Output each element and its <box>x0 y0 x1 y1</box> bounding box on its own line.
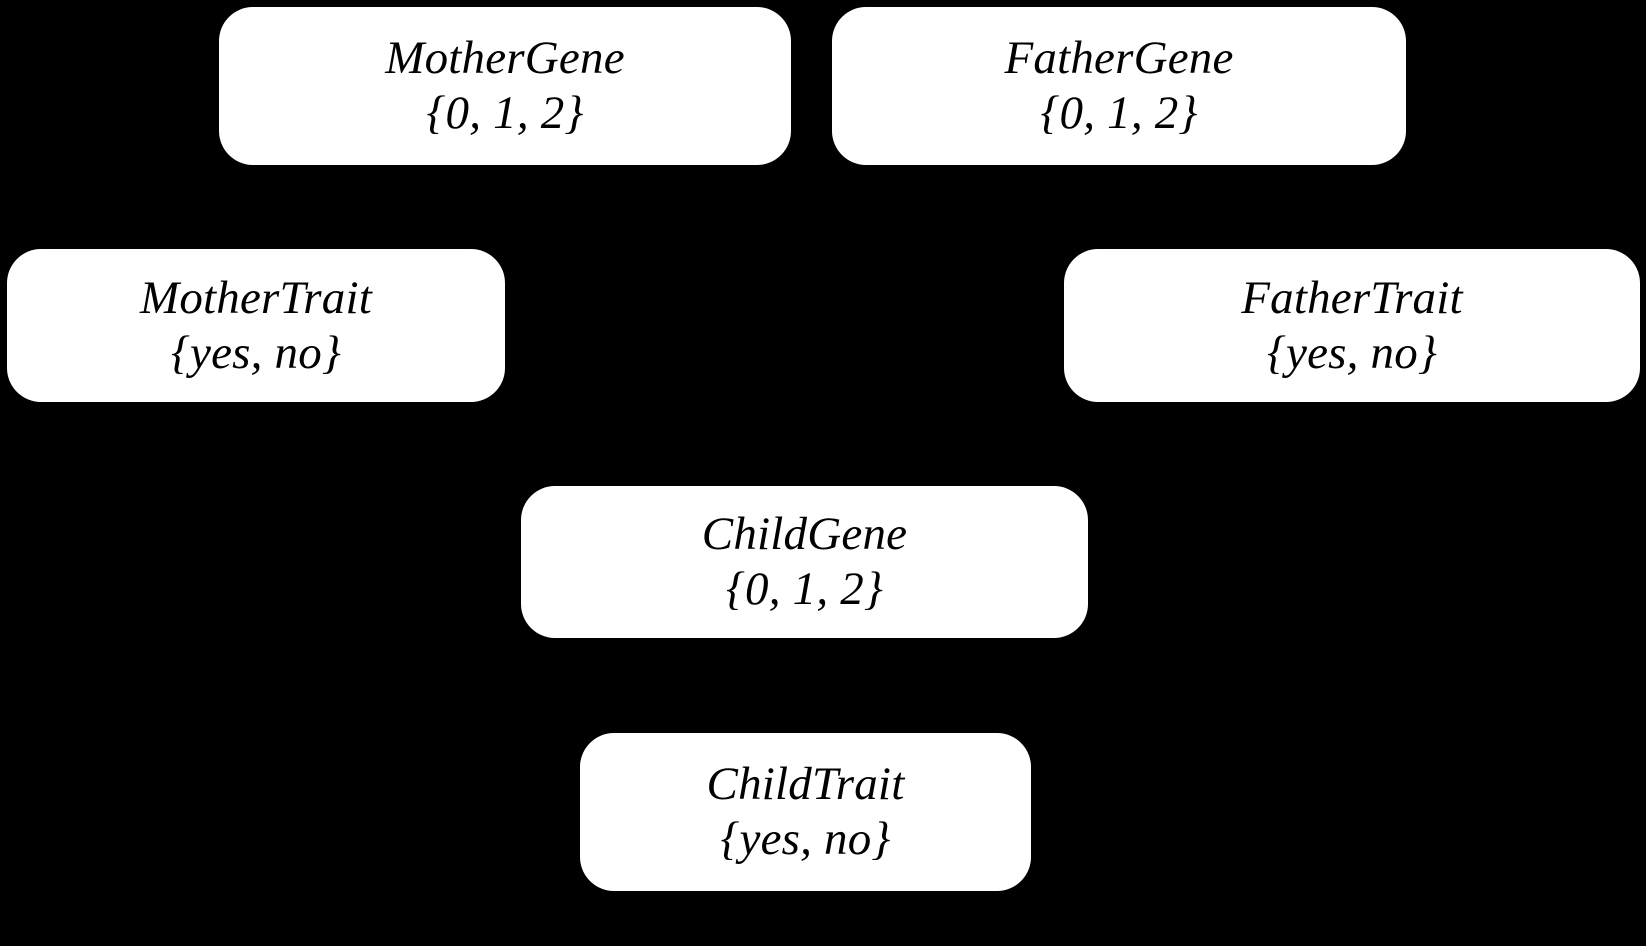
node-father-trait[interactable]: FatherTrait {yes, no} <box>1064 249 1640 402</box>
node-father-gene[interactable]: FatherGene {0, 1, 2} <box>832 7 1406 165</box>
node-child-trait[interactable]: ChildTrait {yes, no} <box>580 733 1031 891</box>
node-child-gene[interactable]: ChildGene {0, 1, 2} <box>521 486 1088 638</box>
node-father-gene-label: FatherGene <box>1004 32 1234 85</box>
node-child-gene-domain: {0, 1, 2} <box>726 563 883 615</box>
node-mother-trait-label: MotherTrait <box>139 271 372 324</box>
node-child-trait-label: ChildTrait <box>706 758 905 811</box>
node-father-trait-domain: {yes, no} <box>1267 326 1437 379</box>
node-mother-trait-domain: {yes, no} <box>171 326 341 379</box>
node-mother-gene-domain: {0, 1, 2} <box>426 87 584 139</box>
node-father-trait-label: FatherTrait <box>1241 271 1463 324</box>
node-child-gene-label: ChildGene <box>701 508 908 561</box>
node-mother-gene-label: MotherGene <box>385 32 625 85</box>
node-child-trait-domain: {yes, no} <box>720 813 891 865</box>
node-mother-gene[interactable]: MotherGene {0, 1, 2} <box>219 7 791 165</box>
node-mother-trait[interactable]: MotherTrait {yes, no} <box>7 249 505 402</box>
node-father-gene-domain: {0, 1, 2} <box>1040 87 1198 139</box>
